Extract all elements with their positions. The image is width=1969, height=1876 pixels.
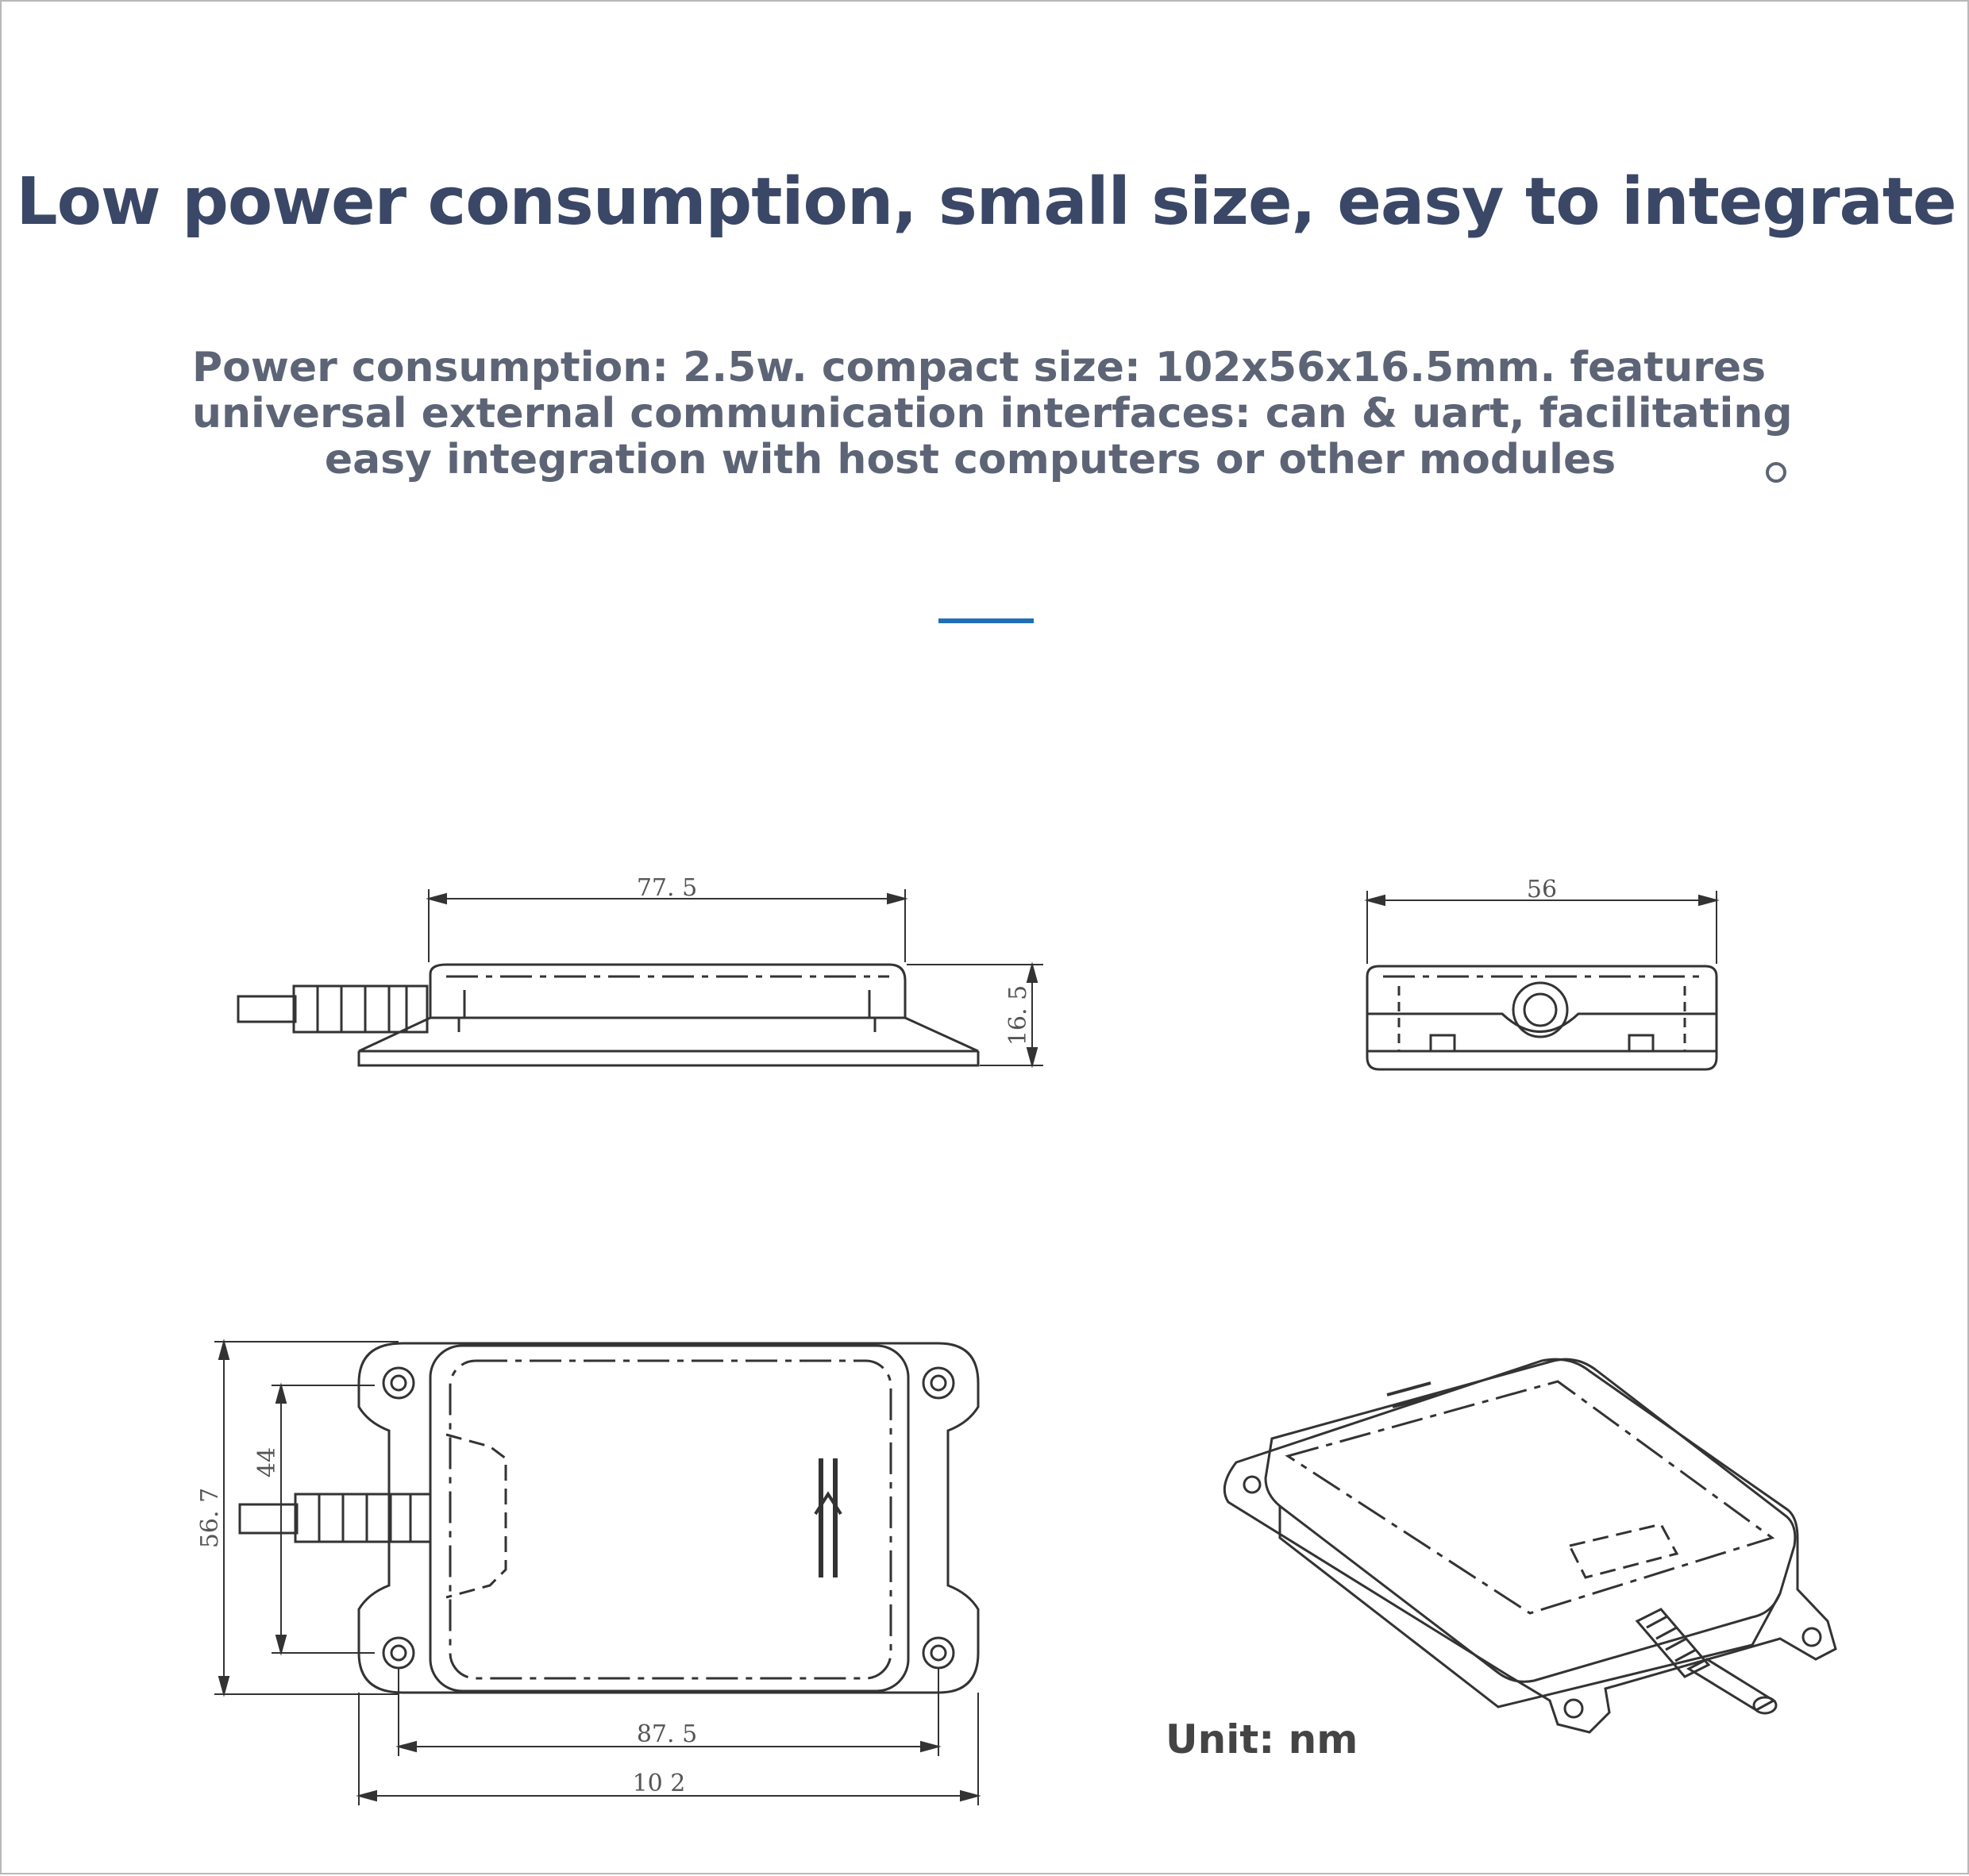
iso-logo-mark [1386, 1381, 1438, 1408]
iso-connector [1635, 1608, 1778, 1715]
description-line-1: Power consumption: 2.5w. compact size: 1… [192, 344, 1767, 391]
dim-label-side-length: 77. 5 [637, 874, 697, 902]
side-body [429, 963, 907, 1019]
top-flange-outline [357, 1342, 980, 1694]
dim-label-end-width: 56 [1527, 876, 1557, 903]
side-cable [237, 995, 297, 1023]
end-clip [1429, 1034, 1456, 1051]
end-connector-outer [1512, 981, 1569, 1038]
page-title: Low power consumption, small size, easy … [16, 164, 1956, 240]
dim-label-side-height: 16. 5 [1004, 985, 1032, 1046]
iso-body-side [1278, 1506, 1782, 1708]
unit-label: Unit: nm [1166, 1716, 1358, 1762]
end-clip [1628, 1034, 1655, 1051]
side-base [357, 1051, 980, 1067]
end-body [1366, 965, 1718, 1071]
iso-body-top [1264, 1358, 1797, 1683]
description-line-2: universal external communication interfa… [192, 390, 1793, 437]
mounting-hole [922, 1366, 955, 1400]
dim-label-top-length: 10 2 [633, 1770, 686, 1797]
accent-divider [938, 618, 1034, 623]
side-strain-relief [292, 984, 429, 1034]
iso-inner-path [1567, 1523, 1679, 1579]
iso-mounting-hole [1563, 1698, 1584, 1719]
top-strain-relief [294, 1493, 432, 1543]
top-inner-path [445, 1433, 507, 1599]
top-view [214, 1339, 981, 1805]
mounting-hole-inner [390, 1644, 407, 1662]
end-view [1364, 891, 1720, 1071]
side-view [237, 889, 1043, 1069]
logo-mark [814, 1458, 842, 1577]
iso-flange-outline [1223, 1358, 1837, 1734]
dim-end-width [1364, 891, 1720, 964]
end-flange-line [1367, 1012, 1717, 1033]
isometric-view [1223, 1358, 1837, 1734]
top-body-centerline [449, 1359, 892, 1680]
dim-top-length [356, 1693, 981, 1805]
iso-mounting-hole [1801, 1627, 1822, 1647]
mounting-hole-inner [930, 1374, 947, 1392]
mounting-hole-inner [930, 1644, 947, 1662]
dim-label-top-outer-height: 56. 7 [196, 1488, 224, 1548]
side-flange [358, 1016, 979, 1053]
dim-top-hole-spacing [395, 1669, 942, 1756]
mounting-hole-inner [390, 1374, 407, 1392]
dim-label-top-inner-height: 44 [253, 1447, 281, 1477]
end-connector-inner [1523, 992, 1558, 1027]
description-line-3: easy integration with host computers or … [324, 436, 1616, 483]
mounting-hole [382, 1366, 415, 1400]
dim-label-hole-spacing: 87. 5 [637, 1720, 697, 1748]
mounting-hole [922, 1636, 955, 1670]
dim-top-inner-height [272, 1382, 375, 1656]
dim-side-length [426, 889, 908, 962]
top-cable [238, 1503, 299, 1535]
circle-dot-icon [1766, 462, 1786, 483]
dim-side-height [907, 961, 1043, 1069]
dim-top-outer-height [214, 1339, 399, 1697]
iso-mounting-hole [1243, 1475, 1262, 1494]
feature-description: Power consumption: 2.5w. compact size: 1… [192, 344, 1793, 483]
mounting-hole [382, 1636, 415, 1670]
iso-centerline [1285, 1380, 1775, 1615]
